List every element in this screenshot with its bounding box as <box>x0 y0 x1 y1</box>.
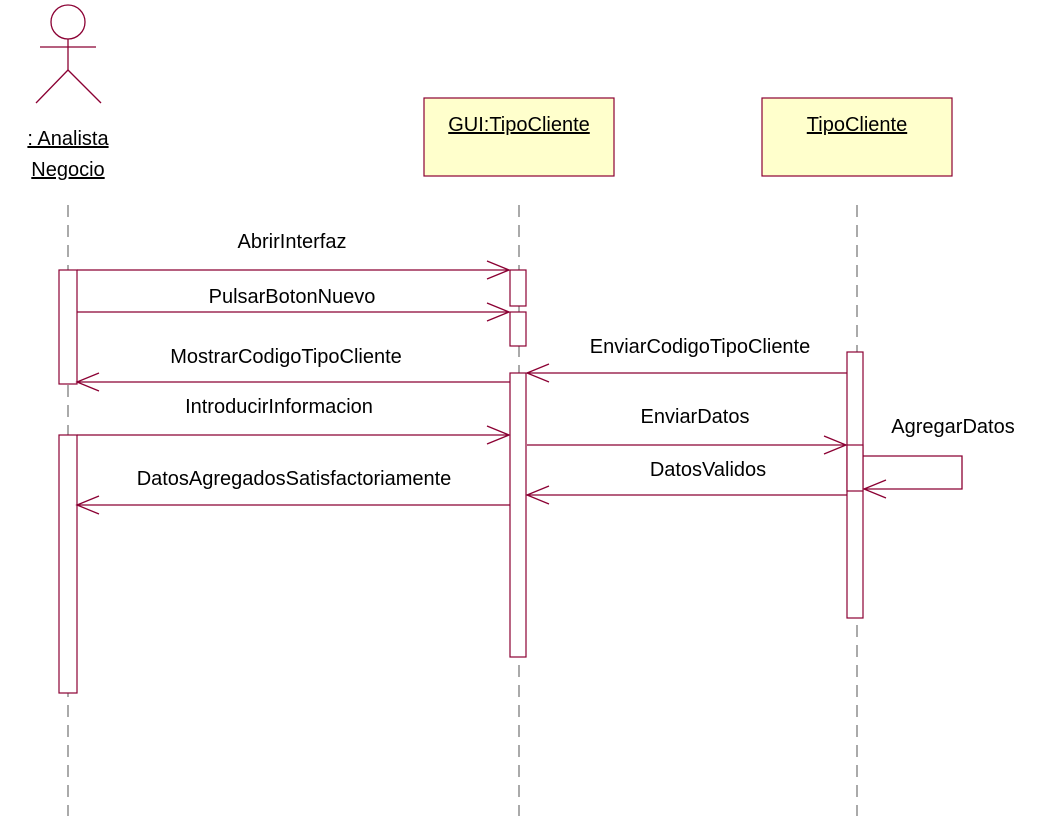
object-tipocliente[interactable]: TipoCliente <box>761 97 953 177</box>
message-arrow-pulsarbotonnuevo <box>77 302 511 322</box>
object-gui-tipocliente[interactable]: GUI:TipoCliente <box>423 97 615 177</box>
message-arrow-enviardatos <box>527 435 848 455</box>
actor-name-line2: Negocio <box>31 159 104 181</box>
message-arrow-agregardatos <box>862 455 963 499</box>
activation-gui-2 <box>509 311 527 347</box>
activation-actor-1 <box>58 269 78 385</box>
message-label-pulsarbotonnuevo: PulsarBotonNuevo <box>209 286 376 308</box>
message-label-abririnterfaz: AbrirInterfaz <box>238 231 347 253</box>
object-label-gui: GUI:TipoCliente <box>448 114 590 136</box>
message-label-datosvalidos: DatosValidos <box>650 459 766 481</box>
activation-gui-1 <box>509 269 527 307</box>
message-arrow-datosagregados <box>75 495 510 515</box>
message-label-introducirinformacion: IntroducirInformacion <box>185 396 373 418</box>
message-arrow-abririnterfaz <box>77 260 511 280</box>
message-arrow-enviarcodigotipocliente <box>525 363 847 383</box>
activation-gui-3 <box>509 372 527 658</box>
message-label-mostrarcodigotipocliente: MostrarCodigoTipoCliente <box>170 346 402 368</box>
message-label-enviarcodigotipocliente: EnviarCodigoTipoCliente <box>590 336 811 358</box>
activation-tipocliente-2 <box>846 444 864 492</box>
actor-figure <box>35 4 102 104</box>
message-arrow-mostrarcodigotipocliente <box>75 372 510 392</box>
message-label-datosagregados: DatosAgregadosSatisfactoriamente <box>137 468 452 490</box>
message-label-enviardatos: EnviarDatos <box>641 406 750 428</box>
message-arrow-introducirinformacion <box>77 425 511 445</box>
actor-name-line1: : Analista <box>27 128 109 150</box>
object-label-tipocliente: TipoCliente <box>807 114 907 136</box>
message-label-agregardatos: AgregarDatos <box>891 416 1014 438</box>
activation-actor-2 <box>58 434 78 694</box>
message-arrow-datosvalidos <box>525 485 847 505</box>
